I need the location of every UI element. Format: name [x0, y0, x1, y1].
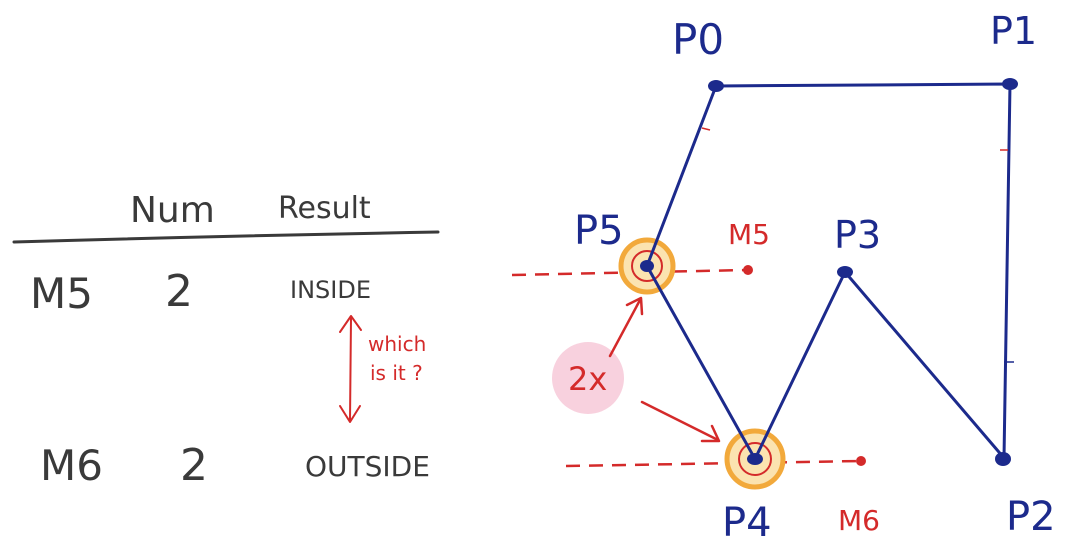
arrow-to-p5-icon: [608, 298, 642, 358]
polygon-diagram: P0 P1 P2 P3 P4 P5 M5 M6 2x: [511, 9, 1056, 546]
label-m6: M6: [838, 504, 880, 537]
double-arrow-icon: [349, 317, 352, 421]
arrow-to-p4-icon: [640, 400, 720, 442]
row-result-m6: OUTSIDE: [305, 450, 430, 483]
test-point-m6: [856, 456, 866, 466]
vertex-p1: [1002, 78, 1018, 90]
badge-background: [552, 342, 624, 414]
ray-m6: [565, 459, 861, 468]
label-p5: P5: [574, 208, 624, 254]
test-point-m5: [743, 265, 753, 275]
row-num-m6: 2: [180, 440, 208, 491]
label-p0: P0: [672, 15, 724, 64]
label-m5: M5: [728, 218, 770, 251]
row-label-m6: M6: [40, 441, 103, 490]
vertex-p3: [837, 266, 853, 278]
edge-tick: [701, 127, 711, 131]
arrow-head-down-icon: [339, 405, 361, 423]
header-divider: [12, 230, 440, 244]
row-num-m5: 2: [165, 266, 193, 317]
header-num: Num: [130, 190, 215, 231]
vertex-p4: [747, 453, 763, 465]
row-label-m5: M5: [30, 269, 93, 318]
label-p3: P3: [834, 213, 881, 257]
annotation-line-1: which: [368, 332, 426, 356]
header-result: Result: [278, 191, 371, 226]
which-is-it-annotation: which is it ?: [339, 315, 426, 423]
results-table: Num Result M5 2 INSIDE M6 2 OUTSIDE whic…: [12, 190, 440, 491]
label-p2: P2: [1006, 494, 1056, 540]
label-p4: P4: [722, 500, 772, 546]
annotation-line-2: is it ?: [370, 361, 423, 385]
double-count-badge: 2x: [552, 296, 721, 443]
row-result-m5: INSIDE: [290, 276, 371, 304]
badge-label: 2x: [568, 360, 607, 398]
vertex-p2: [995, 452, 1011, 466]
vertex-p5: [640, 260, 654, 272]
vertex-p0: [708, 80, 724, 92]
label-p1: P1: [990, 9, 1037, 53]
arrow-head-up-icon: [339, 315, 362, 333]
